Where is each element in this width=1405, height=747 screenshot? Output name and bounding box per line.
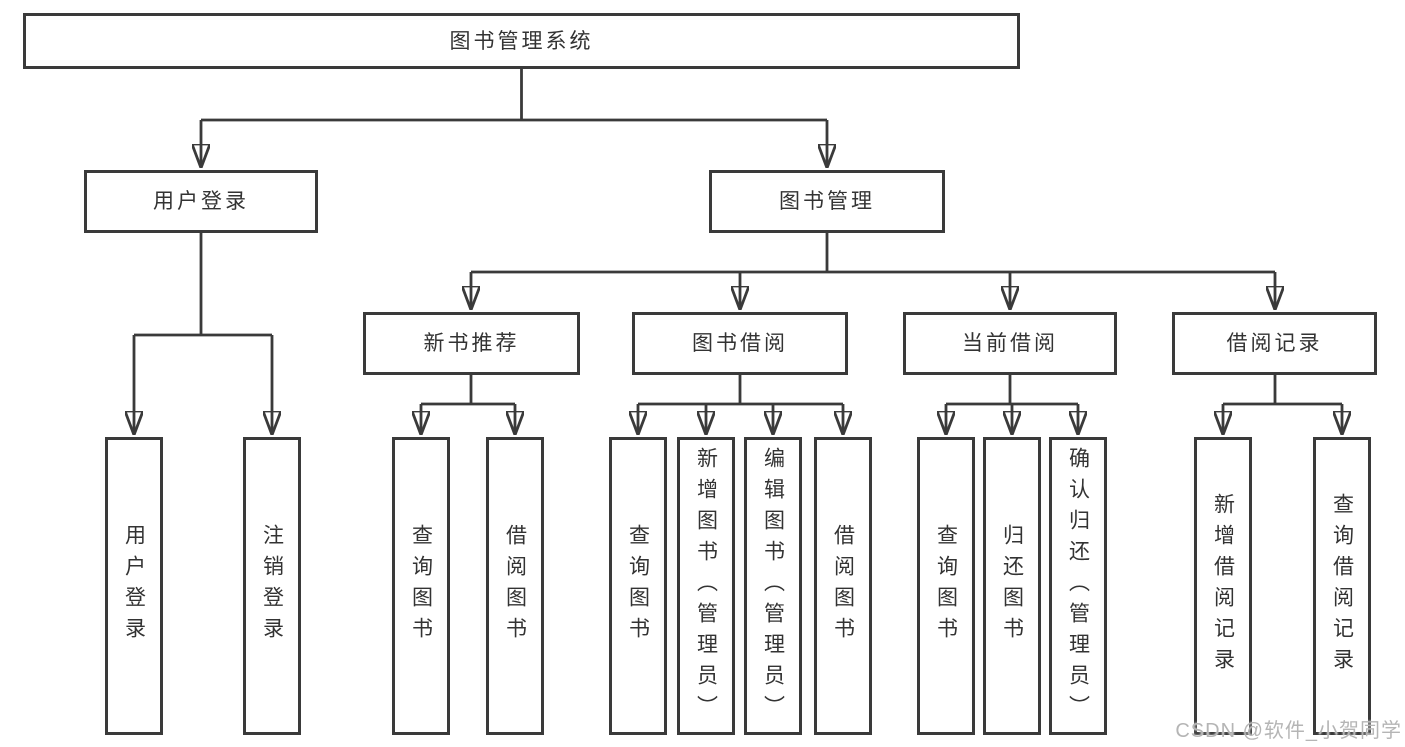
node-new-book-recommend: 新书推荐 bbox=[363, 312, 580, 375]
leaf-add-borrow-record-label: 新增借阅记录 bbox=[1211, 493, 1235, 679]
leaf-user-login-label: 用户登录 bbox=[122, 524, 146, 648]
connector-borrow-records-to-leaves bbox=[1223, 375, 1342, 434]
leaf-borrow-books-recommend: 借阅图书 bbox=[486, 437, 544, 735]
leaf-query-books-current: 查询图书 bbox=[917, 437, 975, 735]
leaf-return-book-label: 归还图书 bbox=[1000, 524, 1024, 648]
leaf-confirm-return-admin: 确认归还（管理员） bbox=[1049, 437, 1107, 735]
leaf-logout-label: 注销登录 bbox=[260, 524, 284, 648]
connector-user-login-to-leaves bbox=[134, 233, 272, 434]
leaf-edit-book-admin: 编辑图书（管理员） bbox=[744, 437, 802, 735]
connector-book-borrow-to-leaves bbox=[638, 375, 843, 434]
connector-new-book-rec-to-leaves bbox=[421, 375, 515, 434]
leaf-return-book: 归还图书 bbox=[983, 437, 1041, 735]
connector-root-to-level2 bbox=[201, 69, 827, 167]
leaf-query-books-borrowing: 查询图书 bbox=[609, 437, 667, 735]
leaf-edit-book-admin-label: 编辑图书（管理员） bbox=[761, 446, 785, 726]
leaf-confirm-return-admin-label: 确认归还（管理员） bbox=[1066, 446, 1090, 726]
leaf-add-borrow-record: 新增借阅记录 bbox=[1194, 437, 1252, 735]
connector-book-mgmt-to-level3 bbox=[471, 233, 1275, 309]
csdn-watermark: CSDN @软件_小贺同学 bbox=[1175, 720, 1402, 742]
node-user-login: 用户登录 bbox=[84, 170, 318, 233]
leaf-add-book-admin-label: 新增图书（管理员） bbox=[694, 446, 718, 726]
leaf-borrow-books-borrowing: 借阅图书 bbox=[814, 437, 872, 735]
node-book-borrowing: 图书借阅 bbox=[632, 312, 848, 375]
node-borrowing-records: 借阅记录 bbox=[1172, 312, 1377, 375]
leaf-borrow-books-recommend-label: 借阅图书 bbox=[503, 524, 527, 648]
leaf-query-books-recommend-label: 查询图书 bbox=[409, 524, 433, 648]
leaf-query-books-current-label: 查询图书 bbox=[934, 524, 958, 648]
leaf-user-login: 用户登录 bbox=[105, 437, 163, 735]
leaf-query-books-recommend: 查询图书 bbox=[392, 437, 450, 735]
leaf-query-borrow-record: 查询借阅记录 bbox=[1313, 437, 1371, 735]
leaf-query-books-borrowing-label: 查询图书 bbox=[626, 524, 650, 648]
leaf-add-book-admin: 新增图书（管理员） bbox=[677, 437, 735, 735]
node-book-management: 图书管理 bbox=[709, 170, 945, 233]
node-root-system: 图书管理系统 bbox=[23, 13, 1020, 69]
node-current-borrowing: 当前借阅 bbox=[903, 312, 1117, 375]
leaf-logout: 注销登录 bbox=[243, 437, 301, 735]
leaf-query-borrow-record-label: 查询借阅记录 bbox=[1330, 493, 1354, 679]
leaf-borrow-books-borrowing-label: 借阅图书 bbox=[831, 524, 855, 648]
connector-current-borrow-to-leaves bbox=[946, 375, 1078, 434]
